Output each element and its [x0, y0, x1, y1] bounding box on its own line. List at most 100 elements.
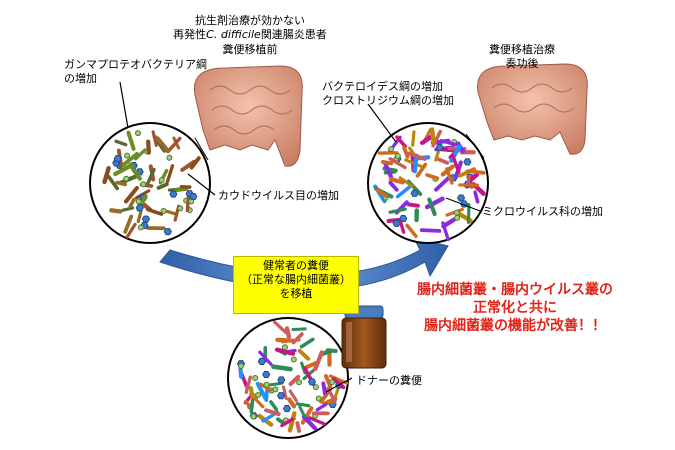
- bacterium: [299, 337, 315, 349]
- phage: [137, 224, 144, 231]
- transplant-box: 健常者の糞便 （正常な腸内細菌叢） を移植: [233, 256, 359, 314]
- bacterium: [287, 397, 297, 409]
- header-line2-prefix: 再発性: [173, 28, 207, 41]
- bacterium: [398, 176, 414, 188]
- pointer-micro: [445, 197, 481, 212]
- virus: [262, 370, 271, 379]
- bacterium: [427, 197, 437, 217]
- virus: [463, 158, 472, 166]
- phage: [263, 381, 270, 388]
- virus: [113, 155, 122, 163]
- bacterium: [375, 188, 389, 198]
- bacterium: [319, 389, 331, 404]
- phage: [329, 379, 336, 386]
- phage: [135, 130, 142, 137]
- bacterium: [244, 375, 252, 394]
- virus: [276, 392, 286, 400]
- bacterium: [126, 130, 136, 151]
- bacterium: [388, 207, 407, 214]
- virus: [135, 204, 144, 212]
- phage: [296, 379, 303, 386]
- phage: [124, 152, 131, 159]
- label-gamma-line2: の増加: [64, 72, 97, 85]
- bacterium: [280, 417, 295, 428]
- bacterium: [156, 182, 169, 190]
- colon-after-illustration: [477, 63, 588, 155]
- virus: [392, 219, 401, 227]
- phage: [272, 386, 279, 393]
- after-title-line1: 糞便移植治療: [489, 43, 555, 56]
- header-line2-italic: C. difficile: [206, 28, 261, 41]
- label-caudo: カウドウイルス目の増加: [218, 189, 339, 202]
- phage: [166, 154, 173, 161]
- donor-stool-jar: [341, 305, 387, 369]
- bacterium: [106, 175, 120, 191]
- virus: [282, 405, 292, 413]
- phage: [315, 395, 322, 402]
- result-line3: 腸内細菌叢の機能が改善！！: [424, 318, 606, 334]
- bacterium: [269, 400, 279, 412]
- phage: [140, 181, 147, 188]
- bacterium: [271, 364, 293, 372]
- virus: [399, 215, 408, 223]
- bacterium: [185, 193, 191, 213]
- bacterium: [109, 208, 123, 214]
- bacterium: [297, 348, 311, 361]
- bacterium: [248, 385, 255, 399]
- header-line3: 糞便移植前: [222, 43, 278, 56]
- phage: [252, 375, 259, 382]
- bacterium: [189, 156, 201, 170]
- virus: [410, 189, 419, 197]
- virus: [141, 215, 151, 223]
- bacterium: [264, 388, 269, 402]
- bacterium: [134, 148, 147, 161]
- pointer-caudo: [187, 173, 216, 196]
- bacterium: [383, 162, 394, 179]
- phage: [255, 391, 262, 398]
- bacterium: [114, 139, 128, 147]
- bacterium: [467, 172, 480, 184]
- bacterium: [165, 209, 179, 216]
- bacterium: [473, 190, 480, 204]
- bacterium: [298, 405, 307, 419]
- bacterium: [436, 157, 450, 165]
- phage: [250, 413, 257, 420]
- bacterium: [303, 360, 319, 370]
- label-bact-line2: クロストリジウム綱の増加: [322, 94, 454, 107]
- after-microbes: [373, 127, 486, 242]
- virus: [163, 228, 172, 236]
- bacterium: [288, 374, 301, 386]
- bacterium: [121, 206, 135, 212]
- bacterium: [404, 158, 423, 168]
- bacterium: [244, 399, 253, 411]
- bacterium: [301, 414, 318, 431]
- bacterium: [146, 139, 152, 155]
- result-line2: 正常化と共に: [473, 300, 557, 316]
- bacterium: [450, 153, 461, 174]
- label-bact-line1: バクテロイデス綱の増加: [322, 80, 443, 93]
- header-line2-suffix: 関連腸炎患者: [260, 28, 327, 41]
- bacterium: [325, 348, 338, 353]
- bacterium: [406, 202, 420, 208]
- before-microbes: [102, 130, 201, 239]
- bacterium: [166, 136, 182, 154]
- phage: [238, 363, 245, 370]
- bacterium: [125, 222, 137, 239]
- bacterium: [165, 164, 175, 184]
- bacterium: [466, 169, 486, 175]
- bacterium: [291, 327, 307, 332]
- bacterium: [136, 209, 143, 224]
- bacterium: [420, 134, 434, 146]
- bacterium: [291, 332, 304, 345]
- bacterium: [419, 228, 442, 233]
- bacterium: [123, 185, 139, 204]
- bacterium: [146, 207, 164, 216]
- donor-label: ドナーの糞便: [356, 374, 422, 387]
- bacterium: [406, 151, 427, 161]
- virus: [435, 143, 444, 152]
- bacterium: [288, 389, 299, 403]
- bacterium: [430, 127, 436, 145]
- phage: [454, 214, 461, 221]
- bacterium: [445, 167, 454, 185]
